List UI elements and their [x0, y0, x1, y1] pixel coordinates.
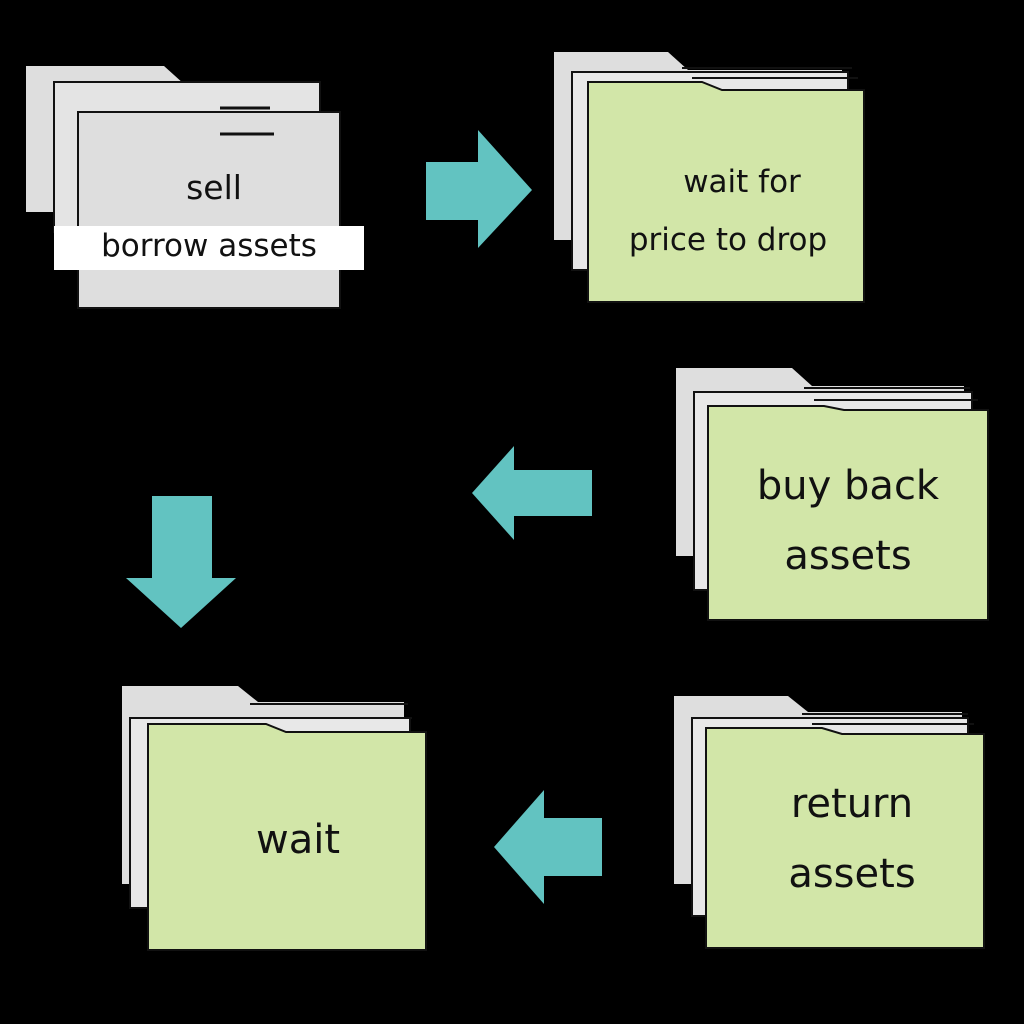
step-wait-for-label: wait for [683, 164, 801, 200]
folder-step-sell: sell borrow assets [24, 62, 370, 312]
folder-step-return: return assets [672, 694, 988, 950]
folder-step-wait-for-price: wait for price to drop [552, 50, 868, 306]
arrow-left-icon [472, 446, 592, 540]
arrow-down-icon [126, 496, 236, 628]
arrow-right-icon [426, 130, 532, 250]
step-price-to-drop-label: price to drop [628, 222, 828, 258]
arrow-left-icon [494, 790, 602, 904]
folder-step-buy-back: buy back assets [674, 366, 992, 624]
folder-step-wait: wait [120, 684, 430, 954]
step-buy-back-label: buy back [756, 463, 940, 509]
borrow-assets-label-box [54, 226, 364, 270]
step-sell-label: sell [186, 168, 242, 207]
step-return-assets-label: assets [788, 851, 916, 897]
step-borrow-assets-label: borrow assets [101, 228, 317, 264]
step-wait-label: wait [255, 817, 341, 863]
step-buy-back-assets-label: assets [784, 533, 912, 579]
step-return-label: return [790, 781, 914, 827]
